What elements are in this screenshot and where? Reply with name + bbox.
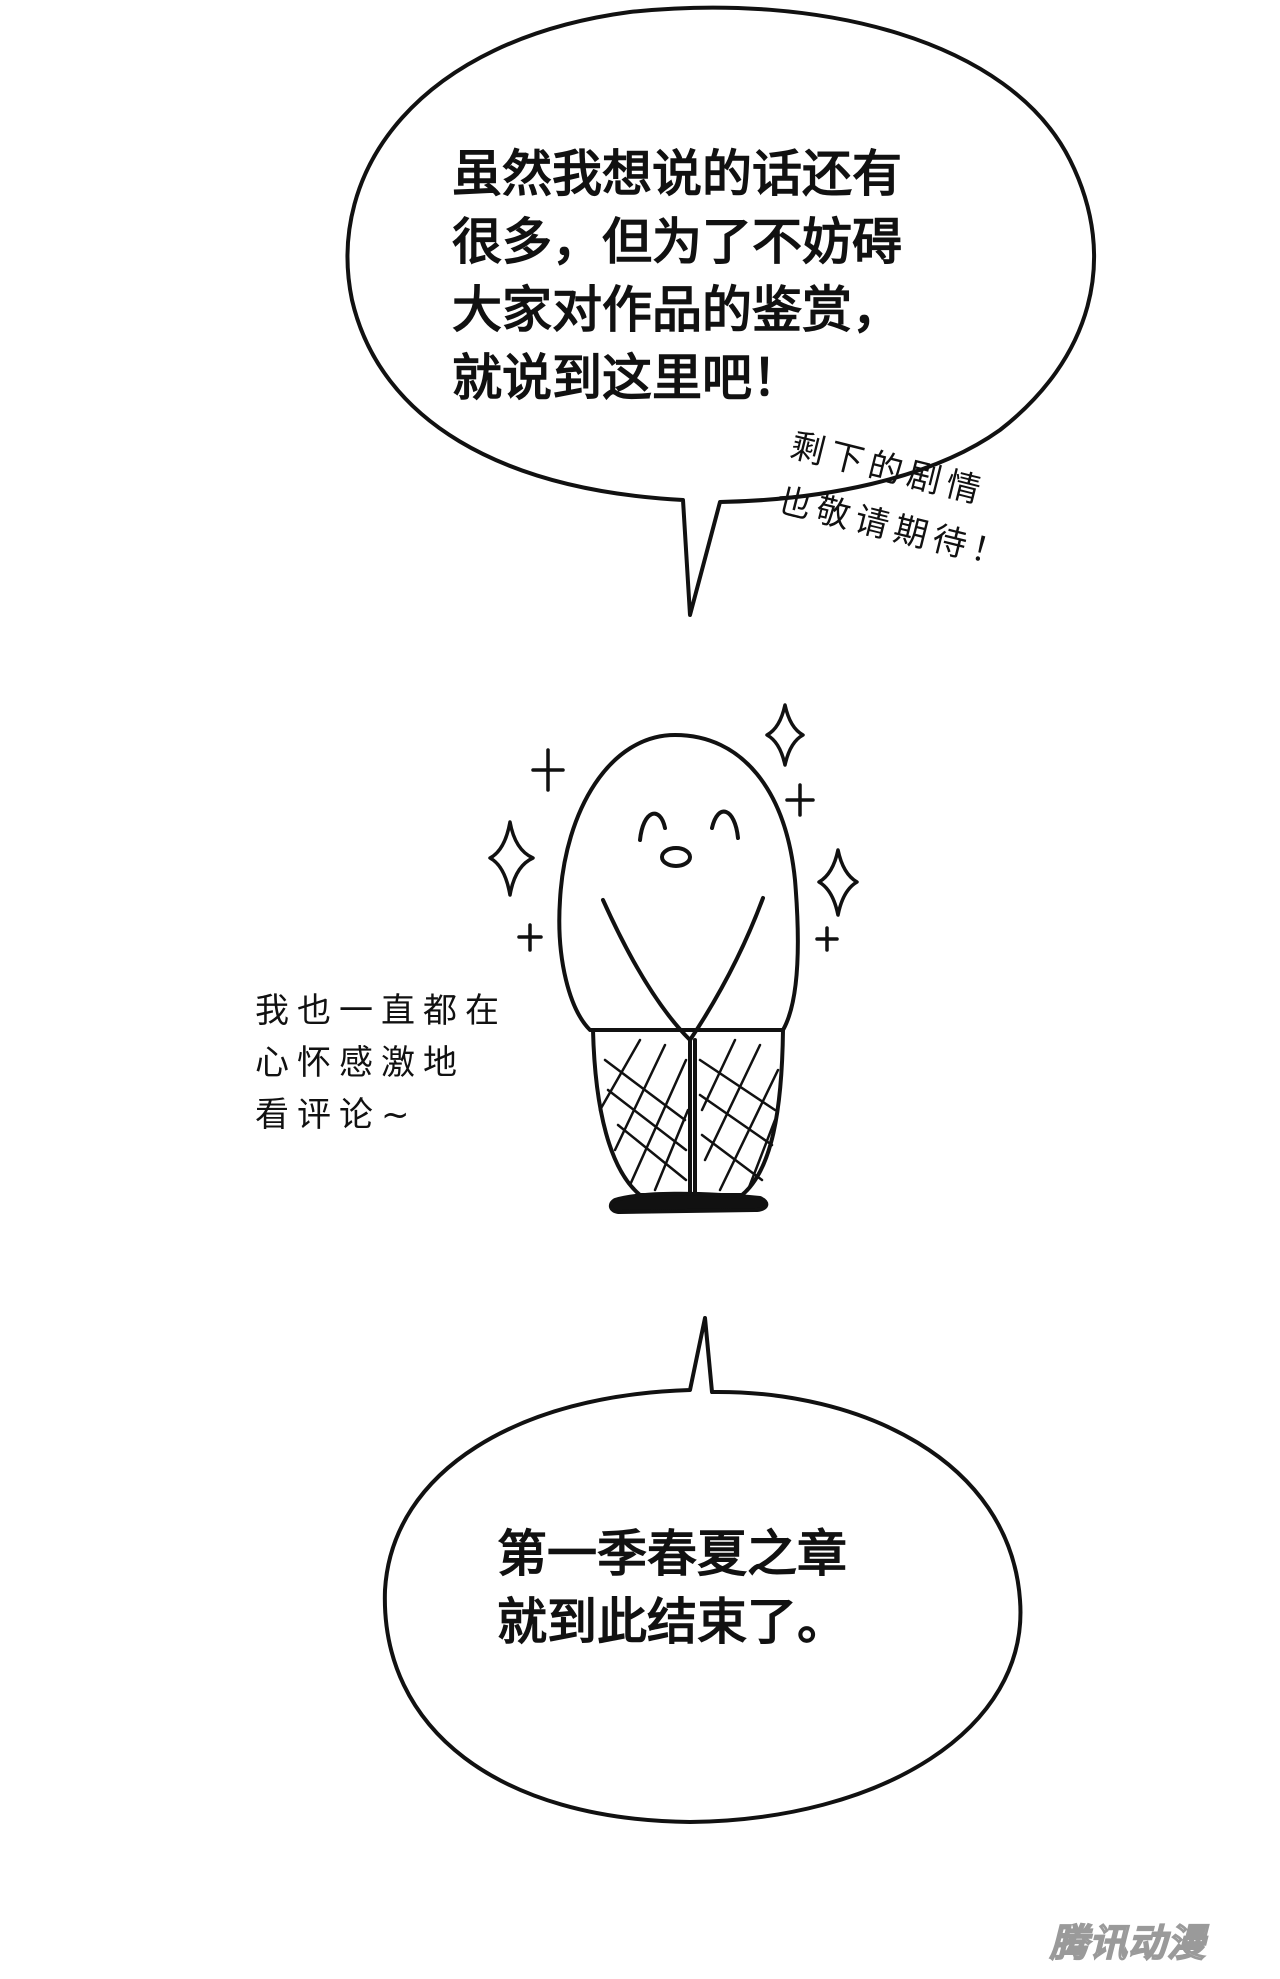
top-bubble-line: 虽然我想说的话还有: [452, 145, 902, 203]
character-right-leg: [693, 1028, 785, 1197]
sparkle-icon: [765, 703, 805, 767]
sparkle-icon: [488, 820, 535, 897]
plus-sparkle-icon: [815, 926, 839, 952]
bottom-bubble-text: 第一季春夏之章 就到此结束了。: [497, 1520, 847, 1656]
left-note-line: 心怀感激地: [255, 1043, 465, 1083]
sparkle-icon: [817, 848, 859, 917]
left-note-line: 我也一直都在: [255, 991, 507, 1031]
top-bubble-line: 就说到这里吧！: [452, 349, 802, 407]
character-mouth: [660, 846, 692, 868]
left-note-line: 看评论~: [255, 1095, 418, 1135]
top-bubble-line: 很多，但为了不妨碍: [452, 213, 902, 271]
character-right-eye: [710, 809, 740, 840]
plus-sparkle-icon: [517, 923, 543, 952]
character-right-arm: [688, 896, 765, 1042]
character-body: [557, 733, 800, 1032]
sparkles: [488, 703, 859, 952]
top-speech-bubble: [345, 5, 1097, 617]
character-figure: [557, 733, 800, 1214]
plus-sparkle-icon: [531, 748, 565, 792]
bottom-speech-bubble: [382, 1316, 1023, 1824]
stocking-pattern-left: [598, 1038, 690, 1192]
character-left-eye: [638, 811, 667, 842]
left-handwritten-note: 我也一直都在 心怀感激地 看评论~: [255, 985, 507, 1141]
watermark-logo: 腾讯动漫: [1049, 1920, 1207, 1966]
top-bubble-line: 大家对作品的鉴赏，: [452, 281, 902, 339]
bottom-bubble-line: 就到此结束了。: [497, 1593, 847, 1651]
plus-sparkle-icon: [785, 783, 815, 817]
bottom-bubble-line: 第一季春夏之章: [497, 1525, 847, 1583]
top-bubble-text: 虽然我想说的话还有 很多，但为了不妨碍 大家对作品的鉴赏， 就说到这里吧！: [452, 140, 902, 412]
stocking-pattern-right: [698, 1038, 780, 1192]
character-left-arm: [601, 898, 692, 1042]
character-feet: [608, 1191, 769, 1214]
